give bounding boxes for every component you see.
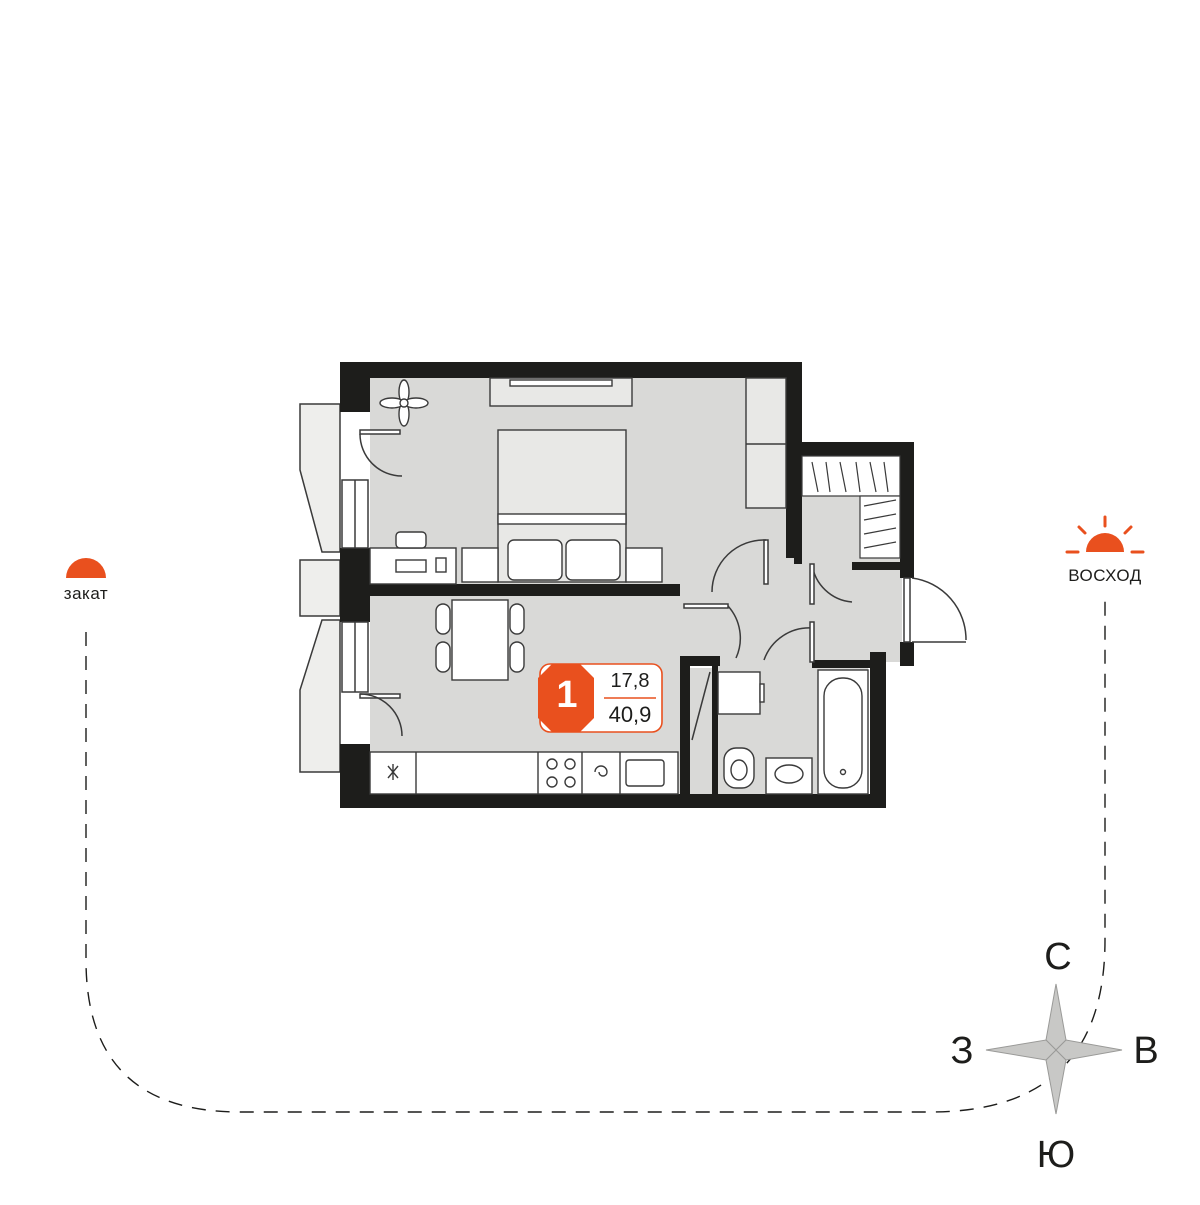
apartment-plan [299,362,967,808]
wall-hall-bath [680,656,720,666]
dining-set [435,599,525,681]
wall-bedroom-living [370,584,680,596]
wall-utility-left [680,662,690,794]
wall-wardrobe-right [900,442,914,578]
window-living [341,621,369,693]
wall-bath-top [812,660,872,668]
sunset-icon [66,558,106,578]
hallway-floor [680,562,902,662]
wall-bottom [340,794,886,808]
wall-entry-lower [900,642,914,666]
sunset-label: закат [63,584,109,603]
wall-bath-right [870,652,886,808]
balcony-upper [299,403,341,553]
balcony-middle [299,559,341,617]
wall-left-upper [340,362,370,412]
plant-icon [379,379,429,427]
door-swings [359,429,967,741]
wall-utility-right [712,662,718,794]
sunrise-icon [1065,515,1145,554]
balcony-lower [299,619,341,773]
washing-machine [717,671,761,715]
wall-wardrobe-top [786,442,914,456]
wardrobe [745,377,787,509]
living-area-value: 17,8 [610,670,650,692]
wardrobe-shelves [801,455,901,559]
rooms-count: 1 [556,674,578,716]
compass-star-icon [985,983,1123,1115]
wall-left-mid [340,548,370,622]
total-area-value: 40,9 [608,702,652,727]
compass-north-label: С [1044,936,1072,978]
compass-east-label: В [1133,1030,1159,1072]
compass-south-label: Ю [1036,1134,1076,1176]
wall-wardrobe-inner [794,496,802,564]
wall-top [340,362,802,378]
wall-wardrobe-bottom [852,562,904,570]
sun-path-dashed-line [85,600,1106,1113]
rooms-badge [538,663,663,733]
compass-west-label: З [950,1030,974,1072]
window-bedroom [341,479,369,549]
bathroom-fixtures [717,669,869,795]
sunrise-label: восход [1068,566,1142,585]
utility-floor [690,668,712,794]
bedroom-furniture [369,377,787,585]
kitchen-counter [369,751,679,795]
